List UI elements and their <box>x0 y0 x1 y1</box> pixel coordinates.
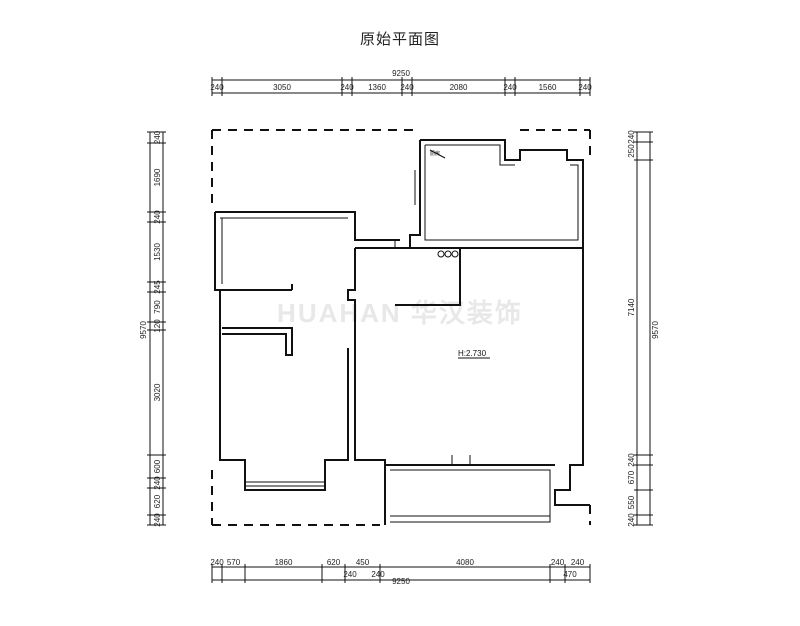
right-dim-3: 240 <box>627 453 636 467</box>
bottom-dim-5: 4080 <box>456 558 474 567</box>
top-dim-3: 1360 <box>368 83 386 92</box>
bottom-sub-dim-1: 240 <box>371 570 385 579</box>
left-dimensions: 9570 240 1690 240 1530 245 790 120 3020 600 240 62… <box>139 130 166 527</box>
left-dim-9: 240 <box>153 476 162 490</box>
page-title: 原始平面图 <box>359 30 440 48</box>
top-dim-4: 240 <box>400 83 414 92</box>
right-dim-6: 240 <box>627 513 636 527</box>
bottom-dim-2: 1860 <box>275 558 293 567</box>
stove-burners <box>437 250 459 258</box>
outer-boundary <box>211 129 591 526</box>
right-dim-2: 7140 <box>627 298 636 316</box>
left-dim-8: 600 <box>153 459 162 473</box>
bottom-dim-7: 240 <box>571 558 585 567</box>
right-dim-5: 550 <box>627 495 636 509</box>
top-dim-2: 240 <box>340 83 354 92</box>
right-dim-4: 670 <box>627 470 636 484</box>
top-dim-5: 2080 <box>450 83 468 92</box>
left-dim-1: 1690 <box>153 168 162 186</box>
bottom-dim-3: 620 <box>327 558 341 567</box>
left-dim-6: 120 <box>153 319 162 333</box>
left-dim-4: 245 <box>153 280 162 294</box>
bottom-total: 9250 <box>392 577 410 586</box>
top-dim-0: 240 <box>210 83 224 92</box>
left-dim-3: 1530 <box>153 243 162 261</box>
top-dim-7: 1560 <box>539 83 557 92</box>
top-total: 9250 <box>392 69 410 78</box>
left-dim-10: 620 <box>153 494 162 508</box>
left-dim-7: 3020 <box>153 383 162 401</box>
bottom-dim-0: 240 <box>210 558 224 567</box>
left-dim-0: 240 <box>153 130 162 144</box>
ceiling-height: H:2.730 <box>458 349 487 358</box>
bottom-sub-dim-0: 240 <box>343 570 357 579</box>
bottom-sub-dim-2: 470 <box>563 570 577 579</box>
top-dimensions: 9250 240 3050 240 1360 240 2080 240 1560 240 <box>210 69 592 96</box>
left-total: 9570 <box>139 321 148 339</box>
top-dim-8: 240 <box>578 83 592 92</box>
kitchen-label: 厨房 <box>430 150 440 157</box>
left-dim-5: 790 <box>153 300 162 314</box>
bottom-dim-1: 570 <box>227 558 241 567</box>
top-dim-1: 3050 <box>273 83 291 92</box>
right-total: 9570 <box>651 321 660 339</box>
bottom-dim-6: 240 <box>551 558 565 567</box>
right-dim-1: 250 <box>627 144 636 158</box>
walls <box>214 139 590 525</box>
top-dim-6: 240 <box>503 83 517 92</box>
watermark: HUAHAN 华汉装饰 <box>277 298 523 328</box>
left-dim-11: 240 <box>153 513 162 527</box>
right-dim-0: 240 <box>627 130 636 144</box>
left-dim-2: 240 <box>153 210 162 224</box>
bottom-dim-4: 450 <box>356 558 370 567</box>
